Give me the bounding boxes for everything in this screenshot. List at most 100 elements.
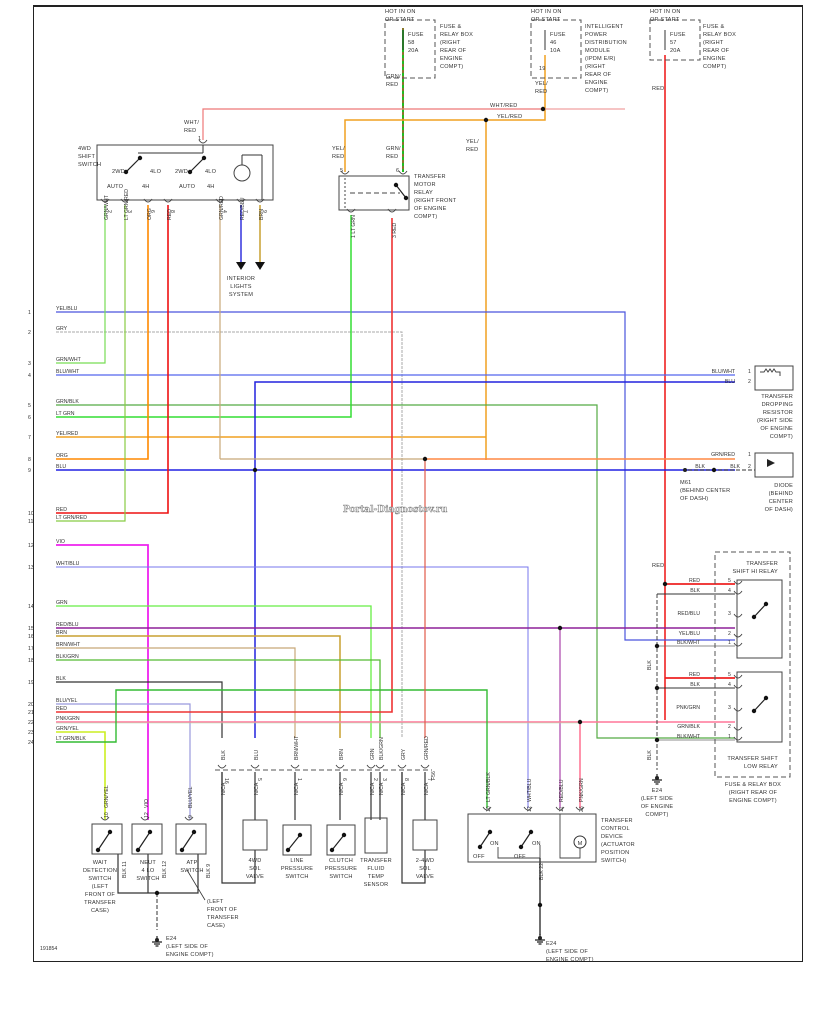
- pin-number: 1: [296, 778, 302, 781]
- connector-f56-terminal: [375, 764, 385, 769]
- switch-contact: [107, 829, 113, 835]
- fuse-location-label: COMPT): [585, 88, 608, 94]
- fuse-location-label: (RIGHT: [703, 40, 724, 46]
- harness-pin-number: 11: [28, 519, 33, 525]
- wire-label-red: RED: [652, 86, 664, 92]
- connector-f56-terminal: [290, 764, 300, 769]
- fuse-rating-label: FUSE: [550, 32, 566, 38]
- harness-wire-label: GRY: [56, 326, 68, 332]
- diode-title: (BEHIND: [769, 491, 793, 497]
- wire-label: BLK: [695, 464, 705, 470]
- connector-lower-wire-label: N/CA: [370, 782, 376, 795]
- harness-wire-label: LT GRN/BLK: [56, 736, 86, 742]
- motor-relay-pin-6: [398, 170, 408, 175]
- hi-relay-body: [736, 579, 783, 659]
- switch-contact: [403, 195, 409, 201]
- switch-contact: [201, 155, 207, 161]
- bottom-switch-title: WAIT: [93, 860, 108, 866]
- bottom-switch-terminal: [184, 816, 194, 821]
- pin-number: 16: [223, 778, 229, 784]
- fuse-location-label: RELAY BOX: [703, 32, 736, 38]
- junction-dot: [654, 685, 660, 691]
- harness-wire-9-branch: [254, 381, 735, 738]
- 4wd-sol-valve: [242, 819, 268, 851]
- connector-f56-terminal: [397, 764, 407, 769]
- dropping-resistor-title: COMPT): [770, 434, 793, 440]
- hi-relay-terminal: [733, 580, 743, 585]
- pin-number: 12: [144, 812, 150, 818]
- shift-switch-pin-1: [198, 139, 208, 144]
- control-device-title: DEVICE: [601, 834, 623, 840]
- switch-blade: [753, 697, 767, 712]
- ground-e24-label: ENGINE COMPT): [166, 952, 214, 958]
- harness-wire-label: RED: [56, 706, 67, 712]
- harness-wire-11: [56, 205, 126, 522]
- connector-lower-wire-label: N/CA: [401, 782, 407, 795]
- fuse-box-outline: [530, 19, 582, 79]
- switch-blade: [181, 831, 195, 851]
- fuse-rating-label: FUSE: [408, 32, 424, 38]
- pin-number: 2: [728, 631, 731, 637]
- junction-dot: [252, 467, 258, 473]
- harness-wire-17: [56, 647, 296, 738]
- switch-blade: [125, 157, 141, 173]
- connector-upper-wire-label: GRY: [401, 748, 407, 760]
- junction-dot: [577, 719, 583, 725]
- low-relay-wire-label: GRN/BLK: [677, 724, 700, 730]
- bottom-switch-title: SWITCH: [88, 876, 111, 882]
- leader-line: [186, 869, 206, 901]
- connector-lower-wire-label: N/CA: [254, 782, 260, 795]
- switch-pivot: [477, 844, 483, 850]
- connector-lower-wire-label: N/CA: [379, 782, 385, 795]
- harness-pin-number: 7: [28, 435, 31, 441]
- control-device-title: CONTROL: [601, 826, 630, 832]
- switch-contact: [528, 829, 534, 835]
- diode-title: CENTER: [769, 499, 793, 505]
- switch-contact: [487, 829, 493, 835]
- shift-switch-title: SHIFT: [78, 154, 96, 160]
- bottom-switch-wire-label: GRN/YEL: [104, 785, 110, 808]
- harness-pin-number: 19: [28, 680, 34, 686]
- low-relay-terminal: [733, 674, 743, 679]
- diagram-frame: [33, 5, 803, 962]
- control-device-terminal: [575, 806, 585, 811]
- wire-label-grn-red-vertical: GRN/: [386, 146, 401, 152]
- harness-wire-label: PNK/GRN: [56, 716, 80, 722]
- motor-icon: [573, 835, 587, 849]
- control-device-terminal: [523, 806, 533, 811]
- diode-icon: [767, 459, 775, 467]
- low-relay-wire-label: PNK/GRN: [676, 705, 700, 711]
- wire-label-grn-red: RED: [386, 82, 398, 88]
- pin-number: 1: [198, 136, 201, 142]
- pin-number: 8: [169, 210, 175, 213]
- bottom-switch-terminal: [100, 816, 110, 821]
- harness-pin-number: 3: [28, 361, 31, 367]
- harness-pin-number: 20: [28, 702, 34, 708]
- harness-wire-label: GRN: [56, 600, 68, 606]
- device-label: SOL: [419, 866, 431, 872]
- low-relay-terminal: [733, 736, 743, 741]
- device-label: 2-4WD: [416, 858, 434, 864]
- ground-e24-label: (LEFT SIDE: [641, 796, 673, 802]
- pin-number: 12: [527, 806, 533, 812]
- hi-relay-wire-label: RED: [689, 578, 700, 584]
- device-label: SWITCH: [329, 874, 352, 880]
- connector-lower-wire-label: N/CA: [221, 782, 227, 795]
- harness-pin-number: 1: [28, 310, 31, 316]
- pin-number: 1: [728, 734, 731, 740]
- diode-body: [754, 452, 794, 478]
- harness-pin-number: 5: [28, 403, 31, 409]
- wire-label-yel-red: YEL/RED: [497, 114, 522, 120]
- switch-blade: [520, 831, 532, 848]
- transfer-case-location-note: (LEFT: [207, 899, 224, 905]
- motor-relay-wire-label: 1 LT GRN: [351, 215, 357, 238]
- harness-wire-2: [56, 331, 403, 738]
- switch-pos-auto: AUTO: [107, 184, 124, 190]
- bottom-switch-wire-label: VIO: [144, 799, 150, 808]
- switch-pivot: [751, 614, 757, 620]
- motor-relay-pin-5: [340, 170, 350, 175]
- pin-number: 3: [728, 705, 731, 711]
- harness-pin-number: 8: [28, 457, 31, 463]
- ground-e24-label: E24: [546, 941, 557, 947]
- harness-wire-label: BLK/GRN: [56, 654, 79, 660]
